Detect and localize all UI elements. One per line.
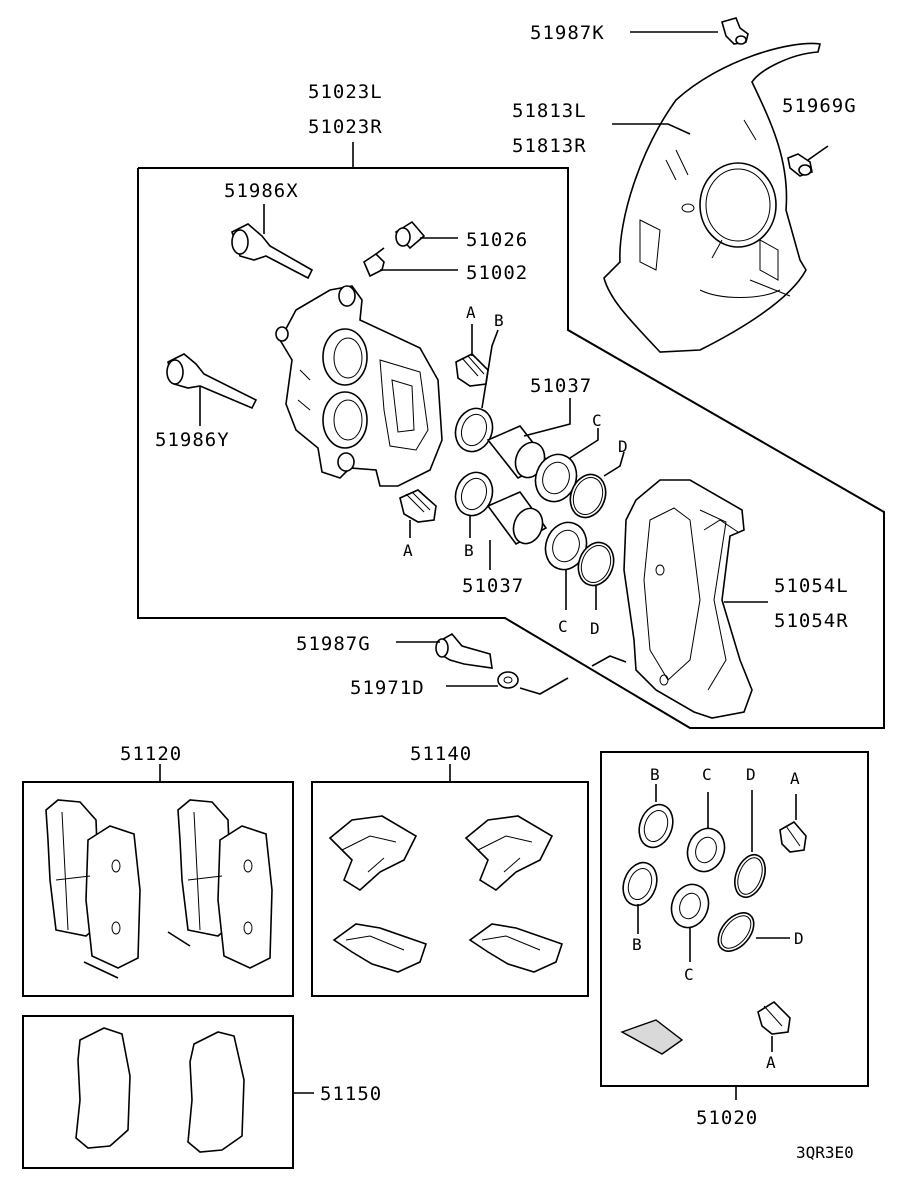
letter-d-lower: D bbox=[590, 619, 600, 638]
label-51150: 51150 bbox=[320, 1083, 382, 1105]
letter-d-upper: D bbox=[618, 437, 628, 456]
clips-box-51140 bbox=[311, 764, 589, 997]
bolt-51987G bbox=[435, 632, 493, 669]
letter-b-kit-top: B bbox=[650, 765, 660, 784]
seal-b-upper bbox=[454, 407, 494, 453]
letter-c-upper: C bbox=[592, 411, 602, 430]
piston-upper bbox=[486, 425, 550, 480]
dust-shield bbox=[603, 42, 821, 353]
caliper-group-frame bbox=[137, 142, 885, 729]
label-51023L: 51023L bbox=[308, 81, 383, 103]
letter-a-kit-top: A bbox=[790, 769, 800, 788]
diagram-code: 3QR3E0 bbox=[796, 1143, 854, 1162]
label-51037-upper: 51037 bbox=[530, 375, 592, 397]
ring-d-lower bbox=[577, 541, 615, 587]
letter-d-kit-top: D bbox=[746, 765, 756, 784]
guide-pin-51986Y bbox=[166, 353, 258, 410]
label-51987G: 51987G bbox=[296, 633, 371, 655]
label-51986X: 51986X bbox=[224, 180, 299, 202]
label-51020: 51020 bbox=[696, 1107, 758, 1129]
guide-pin-51986X bbox=[231, 223, 314, 280]
label-51026: 51026 bbox=[466, 229, 528, 251]
bleeder-cap-51026 bbox=[394, 220, 426, 250]
bleeder-screw-51002 bbox=[363, 247, 385, 278]
letter-a-lower: A bbox=[403, 541, 413, 560]
letter-b-upper: B bbox=[494, 311, 504, 330]
label-51002: 51002 bbox=[466, 262, 528, 284]
letter-b-kit-bottom: B bbox=[632, 935, 642, 954]
pads-box-51120 bbox=[22, 764, 294, 997]
label-51813R: 51813R bbox=[512, 135, 587, 157]
shims-box-51150 bbox=[22, 1015, 314, 1169]
ring-d-upper bbox=[569, 473, 607, 519]
bolt-51969G bbox=[787, 153, 813, 177]
caliper-body bbox=[275, 285, 443, 487]
label-51813L: 51813L bbox=[512, 100, 587, 122]
label-51971D: 51971D bbox=[350, 677, 425, 699]
leader-lines bbox=[199, 31, 829, 687]
boot-a-upper bbox=[455, 353, 489, 387]
label-51054L: 51054L bbox=[774, 575, 849, 597]
washer-51971D bbox=[497, 671, 519, 689]
label-51140: 51140 bbox=[410, 743, 472, 765]
letter-c-kit-top: C bbox=[702, 765, 712, 784]
part-labels: 51987K 51023L 51023R 51813L 51813R 51969… bbox=[120, 22, 857, 1162]
letter-b-lower: B bbox=[464, 541, 474, 560]
letter-a-kit-bottom: A bbox=[766, 1053, 776, 1072]
label-51037-lower: 51037 bbox=[462, 575, 524, 597]
label-51054R: 51054R bbox=[774, 610, 849, 632]
label-51986Y: 51986Y bbox=[155, 429, 230, 451]
bolt-51987K bbox=[721, 17, 749, 45]
letter-c-kit-bottom: C bbox=[684, 965, 694, 984]
caliper-bracket bbox=[623, 479, 753, 719]
label-51120: 51120 bbox=[120, 743, 182, 765]
seal-kit-box-51020 bbox=[600, 751, 869, 1100]
label-51969G: 51969G bbox=[782, 95, 857, 117]
label-51023R: 51023R bbox=[308, 116, 383, 138]
letter-a-upper: A bbox=[466, 303, 476, 322]
piston-lower bbox=[486, 491, 548, 546]
boot-a-lower bbox=[399, 489, 437, 523]
letter-c-lower: C bbox=[558, 617, 568, 636]
letter-d-kit-bottom: D bbox=[794, 929, 804, 948]
label-51987K: 51987K bbox=[530, 22, 605, 44]
seal-b-lower bbox=[454, 471, 494, 517]
